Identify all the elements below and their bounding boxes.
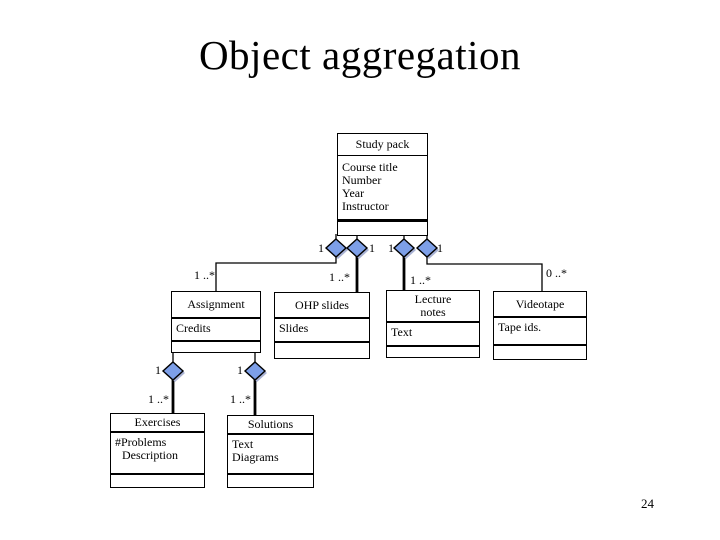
multiplicity-parent-exercises: 1 xyxy=(155,363,161,377)
multiplicity-parent-solutions: 1 xyxy=(237,363,243,377)
slide-title: Object aggregation xyxy=(198,32,522,78)
class-name: Assignment xyxy=(187,297,245,311)
attribute: Number xyxy=(342,173,382,187)
class-name: Solutions xyxy=(247,417,294,431)
attribute: Slides xyxy=(279,321,309,335)
class-attributes: #Problems Description xyxy=(111,431,204,473)
attribute: Diagrams xyxy=(232,450,279,464)
class-name: Lecture notes xyxy=(414,292,452,319)
class-name: OHP slides xyxy=(295,297,349,312)
aggregation-diamond-icon xyxy=(415,238,439,259)
class-name: Exercises xyxy=(134,415,181,429)
multiplicity-child-videotape: 0 ..* xyxy=(546,266,567,280)
attribute: Credits xyxy=(176,321,211,335)
attribute: Course title xyxy=(342,160,398,174)
multiplicity-child-ohp-slides: 1 ..* xyxy=(329,270,350,284)
class-name: Study pack xyxy=(355,137,410,151)
multiplicity-parent-lecture-notes: 1 xyxy=(388,241,394,255)
class-box-ohp-slides: OHP slides Slides xyxy=(274,292,370,359)
class-operations-empty xyxy=(172,340,260,352)
class-operations-empty xyxy=(494,344,586,359)
multiplicity-parent-ohp-slides: 1 xyxy=(369,241,375,255)
class-box-study-pack: Study pack Course title Number Year Inst… xyxy=(337,133,428,236)
attribute: Text xyxy=(391,325,413,339)
class-operations-empty xyxy=(387,345,479,357)
connector-videotape xyxy=(426,255,543,292)
class-operations-empty xyxy=(338,219,427,235)
multiplicity-child-assignment: 1 ..* xyxy=(194,268,215,282)
aggregation-diamond-icon xyxy=(392,238,416,259)
class-attributes: Course title Number Year Instructor xyxy=(338,155,427,219)
page-number: 24 xyxy=(641,496,654,511)
connector-assignment xyxy=(215,255,337,292)
class-operations-empty xyxy=(228,473,313,487)
multiplicity-child-lecture-notes: 1 ..* xyxy=(410,273,431,287)
class-attributes: Text Diagrams xyxy=(228,433,313,473)
aggregation-diamond-icon xyxy=(243,361,267,382)
attribute: #Problems xyxy=(115,435,167,449)
class-attributes: Credits xyxy=(172,317,260,340)
attribute: Year xyxy=(342,186,365,200)
multiplicity-parent-assignment: 1 xyxy=(318,241,324,255)
attribute: Text xyxy=(232,437,254,451)
multiplicity-child-solutions: 1 ..* xyxy=(230,392,251,406)
attribute: Tape ids. xyxy=(498,320,542,334)
attribute: Instructor xyxy=(342,199,389,213)
class-attributes: Tape ids. xyxy=(494,316,586,344)
multiplicity-child-exercises: 1 ..* xyxy=(148,392,169,406)
aggregation-diamond-icon xyxy=(324,238,348,259)
multiplicity-parent-videotape: 1 xyxy=(437,241,443,255)
class-box-videotape: Videotape Tape ids. xyxy=(493,291,587,360)
aggregation-diamond-icon xyxy=(161,361,185,382)
class-name: Videotape xyxy=(515,296,565,311)
class-box-exercises: Exercises #Problems Description xyxy=(110,413,205,488)
aggregation-diamond-icon xyxy=(345,238,369,259)
class-operations-empty xyxy=(275,341,369,358)
class-attributes: Slides xyxy=(275,317,369,341)
class-box-lecture-notes: Lecture notes Text xyxy=(386,290,480,358)
class-box-assignment: Assignment Credits xyxy=(171,291,261,353)
class-operations-empty xyxy=(111,473,204,487)
class-box-solutions: Solutions Text Diagrams xyxy=(227,415,314,488)
class-attributes: Text xyxy=(387,321,479,345)
attribute: Description xyxy=(122,448,178,462)
